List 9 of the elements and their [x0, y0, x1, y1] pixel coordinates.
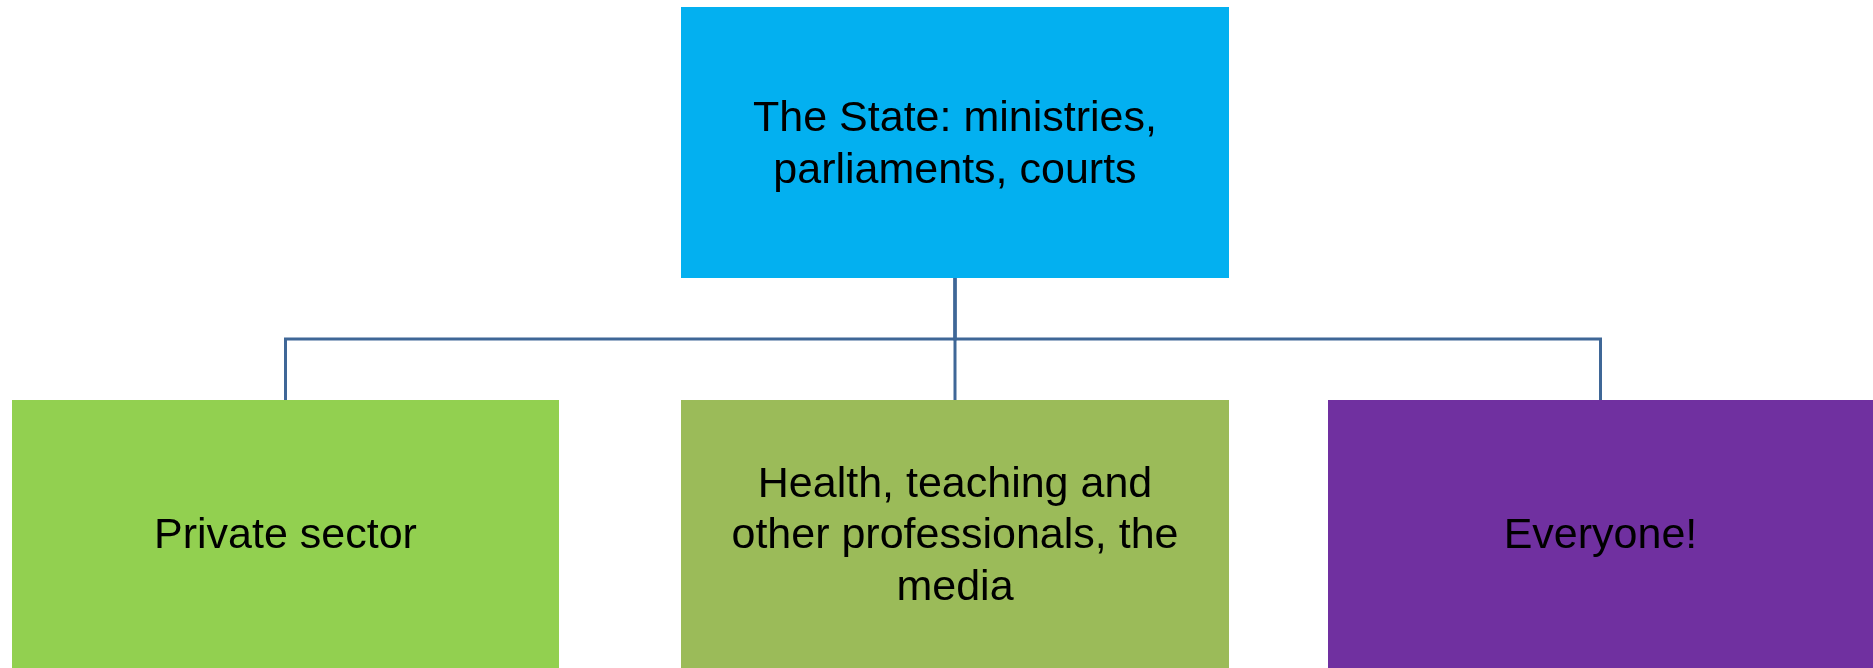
org-box — [1328, 400, 1873, 668]
box-label: The State: ministries, parliaments, courts — [752, 90, 1158, 194]
org-box — [681, 7, 1229, 278]
org-box — [12, 400, 559, 668]
box-label: Private sector — [154, 508, 417, 560]
connector-line — [953, 278, 1602, 400]
box-label: Health, teaching and other professionals, the media — [730, 456, 1180, 611]
org-box — [681, 400, 1229, 668]
box-label: Everyone! — [1503, 508, 1698, 560]
